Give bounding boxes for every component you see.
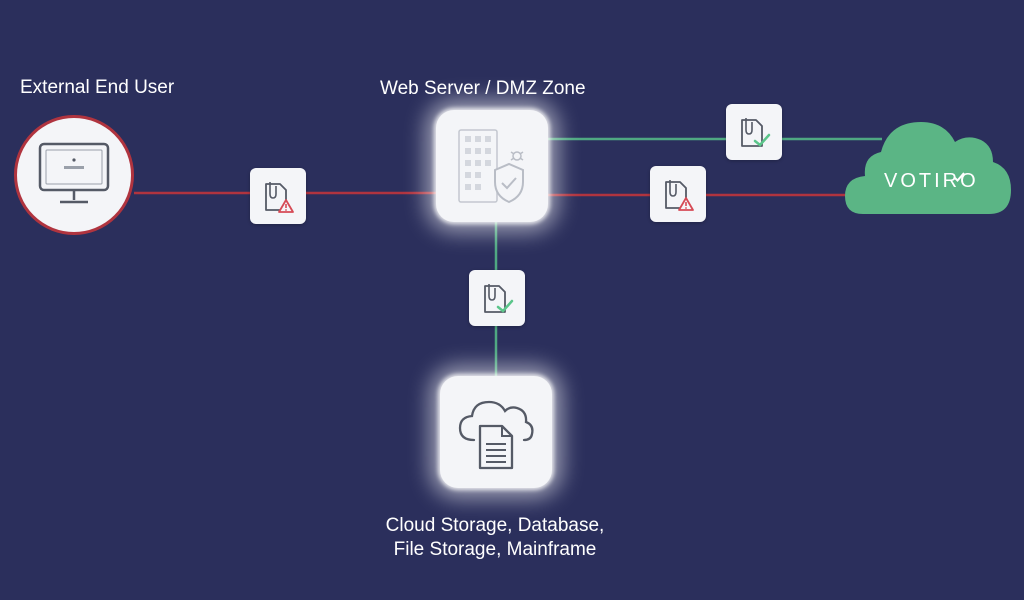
- web-server-label: Web Server / DMZ Zone: [380, 78, 586, 99]
- votiro-brand-text: VOTIRO: [884, 170, 979, 192]
- file-check-badge-top: [726, 104, 782, 160]
- storage-label: Cloud Storage, Database, File Storage, M…: [370, 514, 620, 562]
- file-check-badge-storage: [469, 270, 525, 326]
- file-check-icon: [741, 118, 771, 147]
- file-warning-icon: [265, 182, 294, 213]
- web-server-node[interactable]: [436, 110, 548, 222]
- votiro-check-icon: [953, 172, 965, 182]
- file-warning-badge-user: [250, 168, 306, 224]
- file-warning-icon: [665, 180, 694, 211]
- votiro-brand: VOTIRO: [884, 170, 976, 193]
- external-user-label: External End User: [20, 77, 175, 98]
- storage-label-line1: Cloud Storage, Database,: [385, 515, 605, 536]
- votiro-cloud-icon: [845, 122, 1011, 214]
- file-warning-badge-votiro: [650, 166, 706, 222]
- storage-node[interactable]: [440, 376, 552, 488]
- external-user-node[interactable]: [14, 115, 134, 235]
- storage-label-line2: File Storage, Mainframe: [393, 539, 597, 560]
- server-shield-icon: [458, 129, 524, 204]
- cloud-document-icon: [458, 400, 534, 470]
- monitor-icon: [38, 142, 110, 204]
- file-check-icon: [484, 284, 514, 313]
